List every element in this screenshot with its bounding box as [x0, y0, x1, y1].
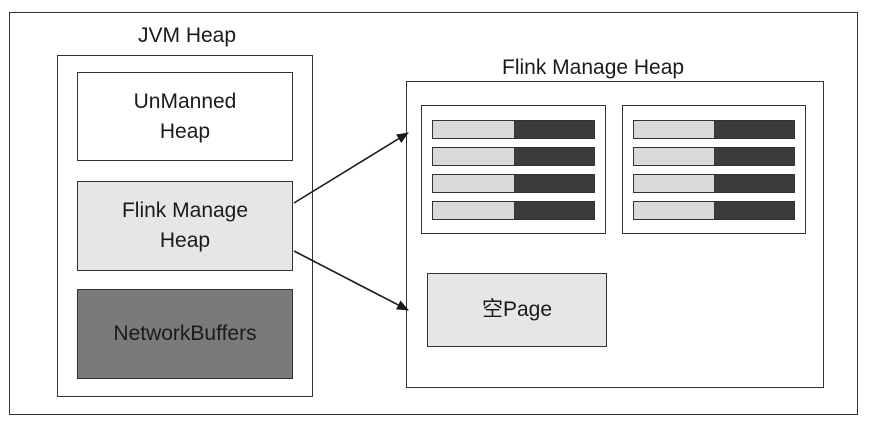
unmanned-heap-label: UnManned Heap — [133, 89, 237, 143]
segment-used-part — [513, 121, 594, 138]
network-buffers-label: NetworkBuffers — [113, 322, 257, 345]
unmanned-heap-box: UnManned Heap — [77, 72, 293, 161]
flink-manage-heap-box: Flink Manage Heap — [77, 181, 293, 271]
memory-segment — [432, 120, 595, 139]
flink-manage-heap-label: Flink Manage Heap — [121, 199, 249, 252]
jvm-heap-title: JVM Heap — [138, 24, 237, 47]
memory-segment — [432, 147, 595, 166]
flink-manage-heap-region-title: Flink Manage Heap — [502, 56, 685, 79]
segment-used-part — [513, 175, 594, 192]
memory-segment-group — [622, 105, 806, 234]
segment-used-part — [714, 121, 794, 138]
memory-segment — [633, 174, 795, 193]
segment-free-part — [634, 148, 714, 165]
memory-segment — [432, 174, 595, 193]
memory-segment — [633, 201, 795, 220]
memory-segment-group — [421, 105, 606, 234]
segment-free-part — [433, 121, 514, 138]
segment-used-part — [513, 202, 594, 219]
segment-used-part — [714, 175, 794, 192]
network-buffers-box: NetworkBuffers — [77, 289, 293, 379]
segment-free-part — [634, 121, 714, 138]
segment-free-part — [433, 148, 514, 165]
segment-free-part — [634, 202, 714, 219]
memory-segment — [633, 147, 795, 166]
flink-manage-heap-region — [406, 81, 824, 388]
arrow-to-empty-page — [293, 250, 409, 311]
segment-used-part — [714, 202, 794, 219]
arrow-to-segments — [293, 132, 409, 204]
segment-free-part — [433, 202, 514, 219]
segment-used-part — [513, 148, 594, 165]
empty-page-box: 空Page — [427, 273, 607, 347]
memory-segment — [432, 201, 595, 220]
segment-free-part — [634, 175, 714, 192]
jvm-heap-box — [57, 55, 313, 397]
segment-used-part — [714, 148, 794, 165]
segment-free-part — [433, 175, 514, 192]
empty-page-label: 空Page — [481, 298, 553, 321]
memory-segment — [633, 120, 795, 139]
diagram-frame — [9, 12, 858, 415]
